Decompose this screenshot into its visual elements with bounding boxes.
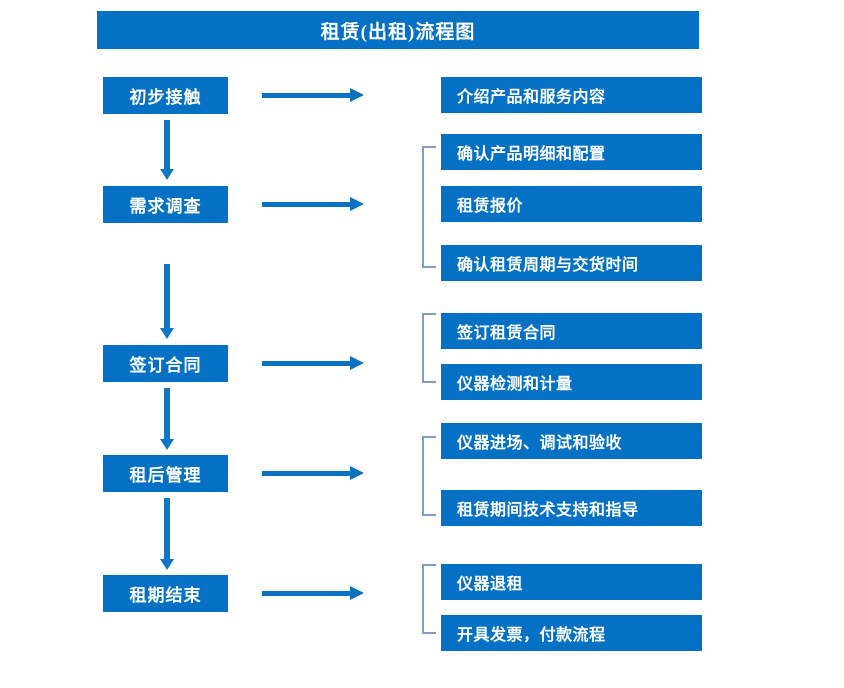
arrow-head-icon bbox=[350, 197, 364, 211]
arrow-head-icon bbox=[350, 88, 364, 102]
detail-box-6[interactable]: 仪器检测和计量 bbox=[441, 364, 702, 400]
arrow-head-icon bbox=[350, 586, 364, 600]
horizontal-arrow-4 bbox=[262, 466, 364, 480]
arrow-head-icon bbox=[350, 466, 364, 480]
stage-box-4[interactable]: 租后管理 bbox=[103, 455, 228, 492]
group-bracket-3 bbox=[422, 313, 436, 383]
arrow-shaft bbox=[262, 471, 350, 476]
vertical-arrow-1 bbox=[160, 120, 174, 180]
arrow-shaft bbox=[262, 93, 350, 98]
horizontal-arrow-2 bbox=[262, 197, 364, 211]
arrow-shaft bbox=[262, 361, 350, 366]
stage-box-1[interactable]: 初步接触 bbox=[103, 77, 228, 114]
stage-box-5[interactable]: 租期结束 bbox=[103, 575, 228, 612]
vertical-arrow-2 bbox=[160, 264, 174, 339]
arrow-shaft bbox=[164, 388, 170, 439]
group-bracket-5 bbox=[422, 564, 436, 634]
detail-box-3[interactable]: 租赁报价 bbox=[441, 186, 702, 222]
detail-box-8[interactable]: 租赁期间技术支持和指导 bbox=[441, 490, 702, 526]
horizontal-arrow-5 bbox=[262, 586, 364, 600]
arrow-head-icon bbox=[160, 559, 174, 570]
arrow-head-icon bbox=[160, 328, 174, 339]
diagram-title: 租赁(出租)流程图 bbox=[97, 11, 699, 49]
arrow-shaft bbox=[164, 264, 170, 328]
stage-box-2[interactable]: 需求调查 bbox=[103, 186, 228, 223]
detail-box-9[interactable]: 仪器退租 bbox=[441, 564, 702, 600]
arrow-shaft bbox=[164, 120, 170, 169]
detail-box-2[interactable]: 确认产品明细和配置 bbox=[441, 134, 702, 170]
vertical-arrow-3 bbox=[160, 388, 174, 450]
arrow-head-icon bbox=[350, 356, 364, 370]
detail-box-10[interactable]: 开具发票，付款流程 bbox=[441, 615, 702, 651]
horizontal-arrow-1 bbox=[262, 88, 364, 102]
detail-box-1[interactable]: 介绍产品和服务内容 bbox=[441, 77, 702, 113]
group-bracket-4 bbox=[422, 436, 436, 516]
arrow-head-icon bbox=[160, 169, 174, 180]
arrow-shaft bbox=[262, 202, 350, 207]
stage-box-3[interactable]: 签订合同 bbox=[103, 345, 228, 382]
group-bracket-2 bbox=[422, 146, 436, 268]
arrow-head-icon bbox=[160, 439, 174, 450]
arrow-shaft bbox=[164, 498, 170, 559]
detail-box-4[interactable]: 确认租赁周期与交货时间 bbox=[441, 245, 702, 281]
detail-box-5[interactable]: 签订租赁合同 bbox=[441, 313, 702, 349]
vertical-arrow-4 bbox=[160, 498, 174, 570]
horizontal-arrow-3 bbox=[262, 356, 364, 370]
detail-box-7[interactable]: 仪器进场、调试和验收 bbox=[441, 423, 702, 459]
arrow-shaft bbox=[262, 591, 350, 596]
